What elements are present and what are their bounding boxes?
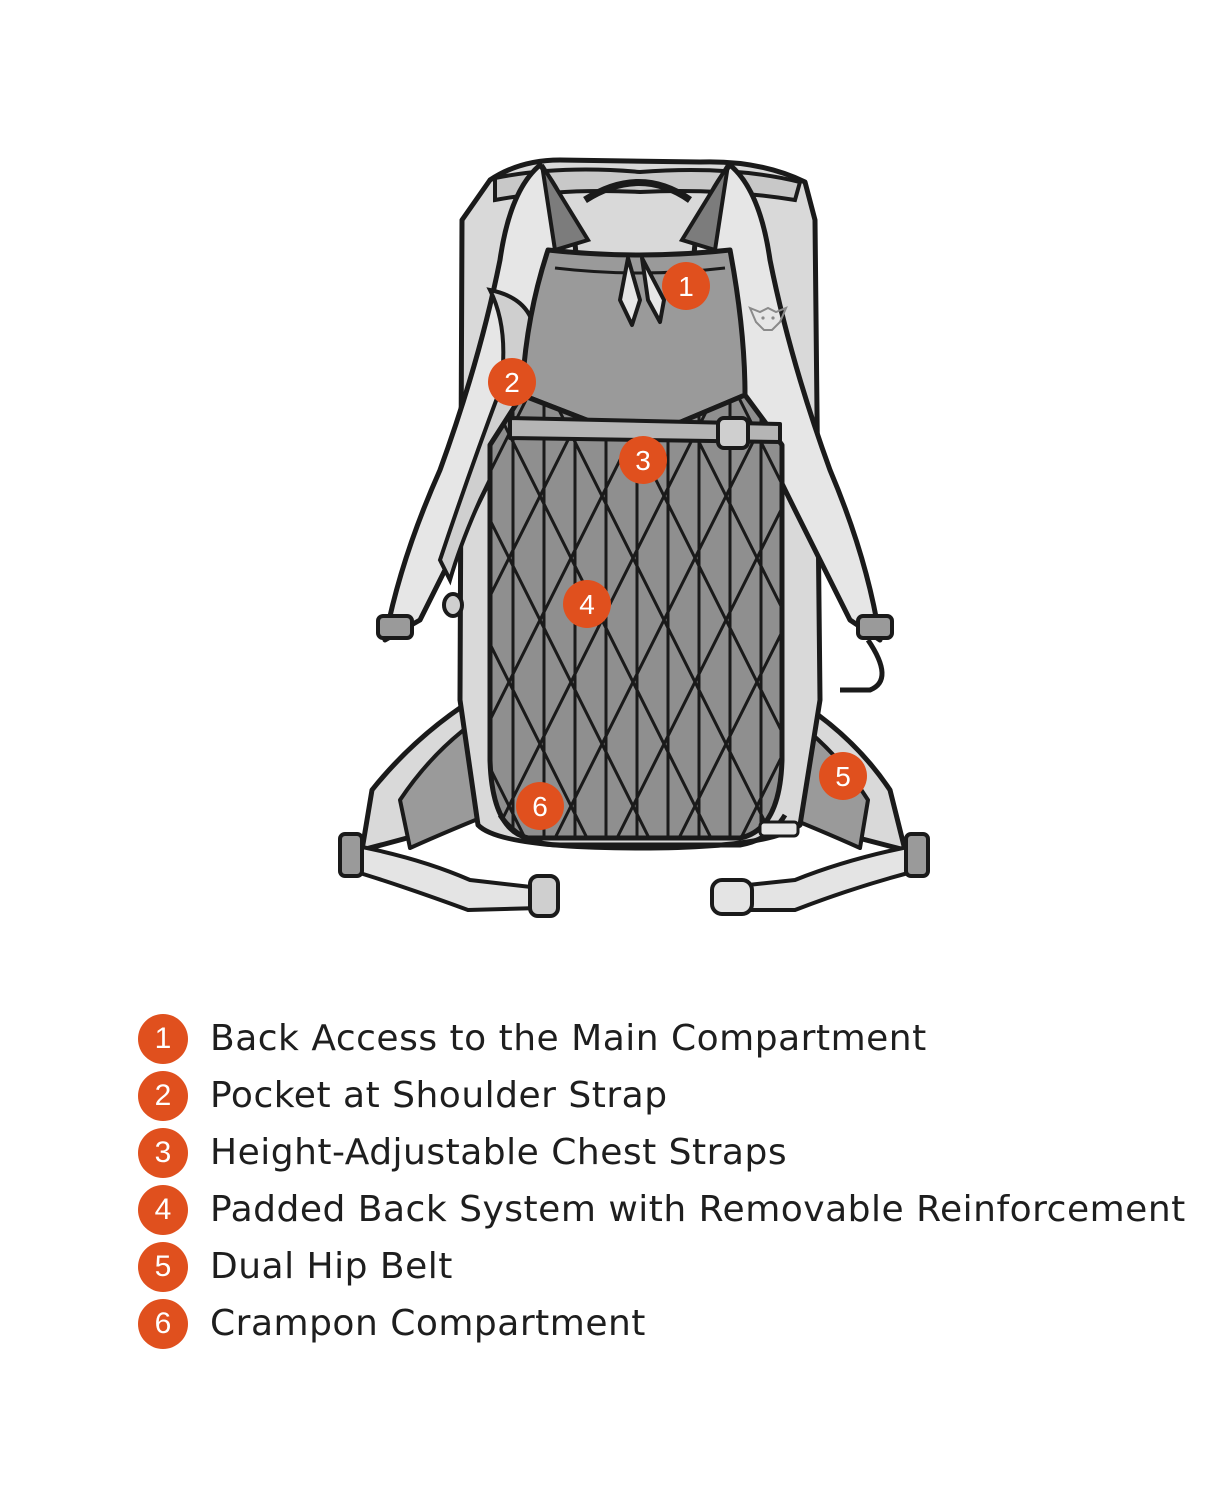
legend-badge: 4 xyxy=(138,1185,188,1235)
callout-marker-2: 2 xyxy=(488,358,536,406)
padded-back-panel xyxy=(487,392,785,841)
callout-marker-1: 1 xyxy=(662,262,710,310)
callout-number: 5 xyxy=(835,761,851,792)
callout-circle xyxy=(819,752,867,800)
hip-belt-left-webbing xyxy=(348,843,542,912)
callout-number: 4 xyxy=(579,589,595,620)
legend-badge: 6 xyxy=(138,1299,188,1349)
callout-circle xyxy=(662,262,710,310)
backpack-illustration: 1 2 3 4 5 6 xyxy=(338,157,930,918)
legend-label: Padded Back System with Removable Reinfo… xyxy=(210,1189,1186,1230)
hip-belt-right-buckle xyxy=(710,878,754,916)
legend-badge: 5 xyxy=(138,1242,188,1292)
legend-label: Crampon Compartment xyxy=(210,1303,646,1344)
load-lifter-right xyxy=(840,638,885,693)
callout-marker-4: 4 xyxy=(563,580,611,628)
callout-circle xyxy=(488,358,536,406)
callout-marker-6: 6 xyxy=(516,782,564,830)
hip-belt-left-end xyxy=(338,832,364,878)
legend-label: Height-Adjustable Chest Straps xyxy=(210,1132,788,1173)
callout-circle xyxy=(563,580,611,628)
crampon-compartment-tab xyxy=(758,820,800,838)
callout-marker-3: 3 xyxy=(619,436,667,484)
shoulder-strap-left-tab xyxy=(540,163,592,253)
strap-adjuster-left xyxy=(376,614,414,640)
shoulder-strap-right-tab xyxy=(678,163,730,253)
snow-leopard-logo-icon xyxy=(748,306,788,331)
legend-label: Dual Hip Belt xyxy=(210,1246,453,1287)
chest-strap xyxy=(508,416,782,450)
callout-markers: 1 2 3 4 5 6 xyxy=(488,262,867,830)
legend-label: Pocket at Shoulder Strap xyxy=(210,1075,668,1116)
callout-circle xyxy=(619,436,667,484)
legend-badge: 2 xyxy=(138,1071,188,1121)
callout-circle xyxy=(516,782,564,830)
chest-strap-buckle xyxy=(716,416,750,450)
strap-toggle-left xyxy=(442,592,464,618)
zipper-pull-icon xyxy=(618,256,666,327)
callout-marker-5: 5 xyxy=(819,752,867,800)
hip-belt-right-end xyxy=(904,832,930,878)
legend-badge: 1 xyxy=(138,1014,188,1064)
hip-belt-left-buckle xyxy=(528,874,560,918)
top-handle xyxy=(583,179,693,203)
callout-number: 1 xyxy=(678,271,694,302)
legend-label: Back Access to the Main Compartment xyxy=(210,1018,927,1059)
legend-badge: 3 xyxy=(138,1128,188,1178)
strap-adjuster-right xyxy=(856,614,894,640)
callout-number: 2 xyxy=(504,367,520,398)
callout-number: 3 xyxy=(635,445,651,476)
zip-line xyxy=(554,266,726,275)
callout-number: 6 xyxy=(532,791,548,822)
